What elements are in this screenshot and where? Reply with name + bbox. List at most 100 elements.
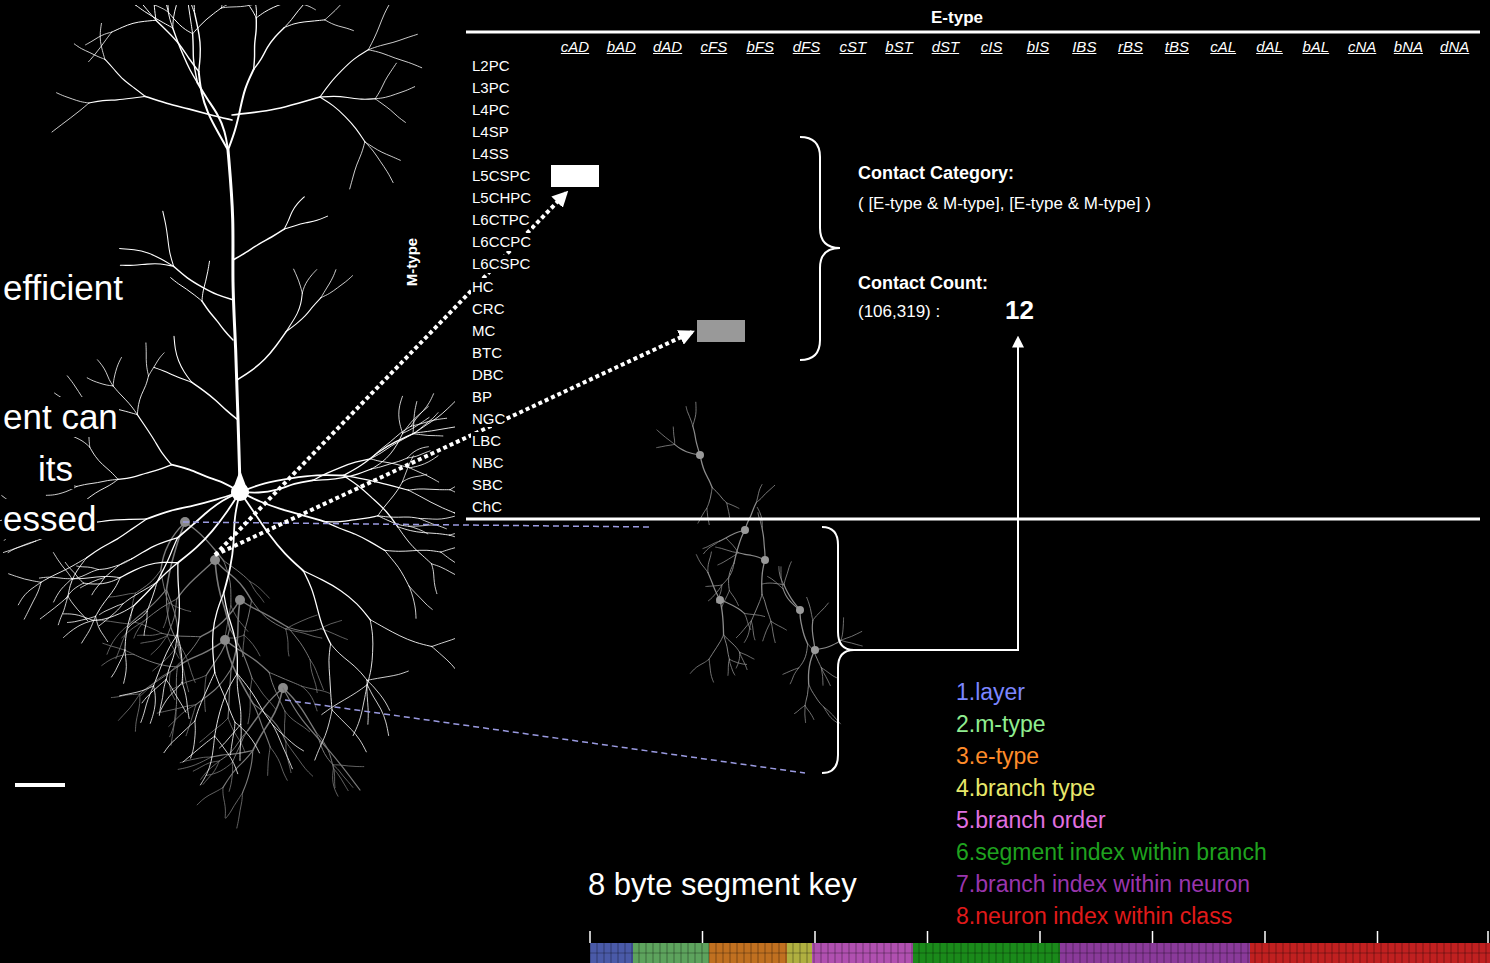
- dendrite: [432, 564, 455, 581]
- row-label: NBC: [471, 454, 505, 471]
- dendrite: [191, 721, 196, 758]
- byte-tick: [589, 931, 591, 943]
- table-rule: [466, 31, 1480, 34]
- dendrite: [762, 530, 765, 560]
- dotted-arrow: [215, 193, 566, 555]
- dendrite: [720, 600, 724, 635]
- row-label: BP: [471, 388, 493, 405]
- dendrite: [215, 736, 238, 774]
- row-label: SBC: [471, 476, 504, 493]
- dendrite: [321, 620, 342, 628]
- dendrite: [123, 582, 157, 604]
- dendrite: [156, 20, 199, 71]
- dotted-arrow: [215, 332, 692, 555]
- dendrite: [709, 635, 724, 659]
- dendrite: [171, 278, 202, 301]
- dendrite: [168, 12, 192, 33]
- dendrite: [408, 490, 454, 513]
- dendrite: [320, 50, 368, 97]
- dendrite: [350, 142, 365, 189]
- dendrite: [200, 600, 240, 637]
- dendrite: [244, 635, 260, 656]
- dendrite: [177, 635, 182, 682]
- slide-text: efficient: [2, 268, 124, 308]
- row-label: BTC: [471, 344, 503, 361]
- dendrite: [102, 654, 134, 665]
- dendrite: [151, 636, 167, 655]
- dendrite: [450, 535, 455, 544]
- byte-tick: [1264, 931, 1266, 943]
- slide-text: essed: [2, 499, 97, 539]
- dendrite: [114, 5, 136, 6]
- dendrite: [193, 34, 198, 83]
- dendrite: [285, 711, 310, 732]
- dendrite: [375, 87, 414, 99]
- dendrite: [157, 538, 177, 582]
- dendrite: [169, 705, 196, 727]
- dendrite: [756, 485, 774, 502]
- dendrite: [331, 644, 368, 680]
- dendrite: [762, 583, 784, 585]
- dendrite: [173, 28, 198, 83]
- annotation-heading: Contact Count:: [857, 273, 989, 294]
- dendrite: [700, 455, 712, 488]
- dendrite: [237, 674, 241, 725]
- dendrite: [724, 635, 730, 659]
- dendrite: [142, 680, 166, 703]
- dendrite: [89, 96, 145, 103]
- dendrite: [441, 552, 455, 578]
- slide-text: ent can: [2, 397, 119, 437]
- dendrite: [343, 433, 415, 476]
- dendrite: [696, 555, 708, 573]
- dendrite: [729, 659, 746, 664]
- dendrite: [202, 261, 210, 301]
- dendrite: [321, 276, 353, 298]
- soma: [761, 556, 769, 564]
- row-label: L4SS: [471, 145, 510, 162]
- column-header: dAL: [1255, 38, 1284, 55]
- dendrite: [192, 382, 238, 420]
- dendrite: [288, 627, 321, 631]
- dendrite: [199, 71, 228, 150]
- dendrite: [215, 560, 252, 600]
- row-label: L4SP: [471, 123, 510, 140]
- column-header: tBS: [1164, 38, 1190, 55]
- dendrite: [181, 5, 194, 13]
- dendrite: [8, 541, 35, 552]
- zoom-line: [285, 700, 805, 773]
- dendrite: [740, 652, 747, 669]
- soma: [696, 451, 704, 459]
- key-caption: 8 byte segment key: [587, 867, 858, 903]
- dendrite: [320, 97, 365, 142]
- dendrite: [325, 5, 345, 20]
- dendrite: [240, 724, 241, 760]
- dendrite: [206, 628, 229, 675]
- row-label: L6CSPC: [471, 255, 531, 272]
- dendrite: [408, 489, 450, 490]
- dendrite: [403, 407, 429, 434]
- dendrite: [172, 465, 240, 492]
- zoom-line: [183, 522, 652, 527]
- row-label: L3PC: [471, 79, 511, 96]
- dendrite: [441, 543, 455, 552]
- row-label: NGC: [471, 410, 506, 427]
- dendrite: [273, 725, 292, 769]
- dendrite: [736, 621, 751, 638]
- dendrite: [385, 550, 441, 552]
- dendrite: [149, 353, 165, 376]
- dendrite: [367, 671, 408, 680]
- dendrite: [202, 301, 233, 340]
- column-header: dST: [931, 38, 961, 55]
- dendrite: [368, 5, 390, 50]
- dendrite: [145, 96, 232, 120]
- dendrite: [294, 269, 303, 293]
- dendrite: [74, 44, 105, 59]
- dendrite: [286, 742, 291, 773]
- neuron-illustration: [0, 5, 455, 785]
- dendrite: [398, 527, 450, 535]
- dendrite: [321, 270, 336, 298]
- dendrite: [100, 23, 105, 59]
- table-heading: E-type: [930, 8, 984, 28]
- dendrite: [411, 418, 447, 426]
- dendrite: [147, 582, 157, 612]
